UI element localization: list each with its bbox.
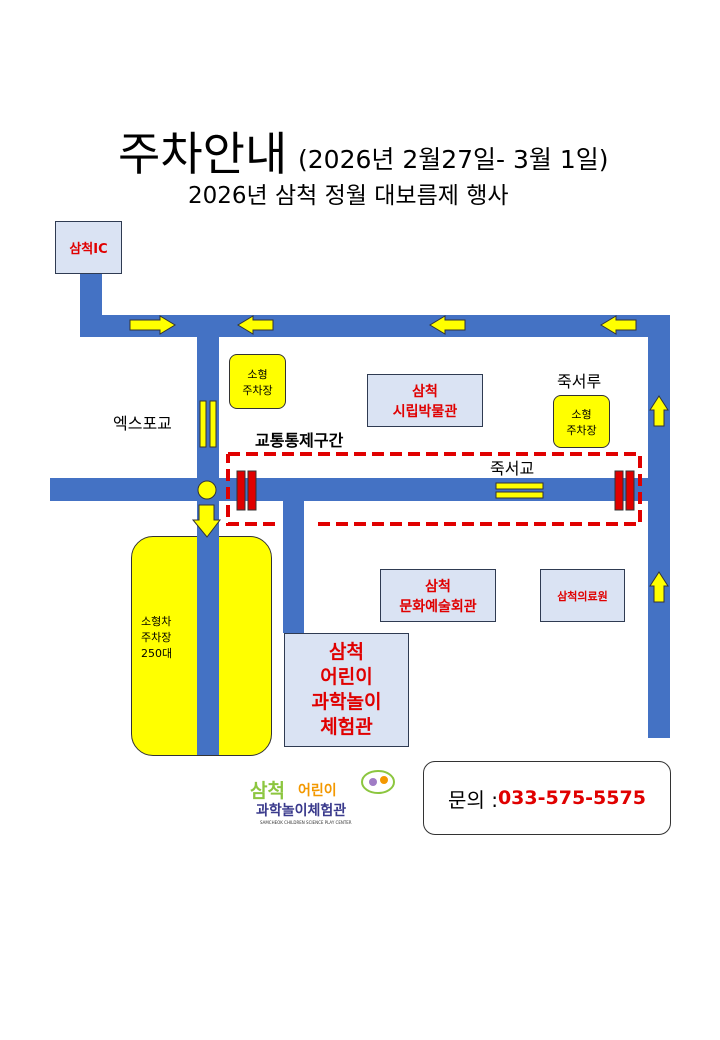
logo-text: SAMCHEOK CHILDREN SCIENCE PLAY CENTER: [260, 820, 352, 825]
small-parking-1: 소형 주차장: [229, 354, 286, 409]
double-line-horizontal-icon: [495, 482, 544, 490]
traffic-control-zone: [226, 452, 642, 526]
barrier-icon: [614, 470, 624, 511]
culture-hall-box: 삼척 문화예술회관: [380, 569, 496, 622]
samcheok-ic: 삼척IC: [55, 221, 122, 274]
barrier-icon: [236, 470, 246, 511]
logo-text: 과학놀이체험관: [256, 803, 347, 819]
arrow-right-icon: [129, 315, 176, 335]
traffic-control-label: 교통통제구간: [255, 431, 344, 450]
arrow-up-icon: [649, 571, 669, 603]
contact-label: 문의 :: [448, 787, 498, 812]
museum-box: 삼척 시립박물관: [367, 374, 483, 427]
arrow-left-icon: [429, 315, 466, 335]
logo-text: 어린이: [298, 783, 337, 799]
road-top: [80, 315, 670, 337]
logo-mascot-icon: [361, 770, 395, 794]
contact-box: 문의 : 033-575-5575: [423, 761, 671, 835]
road-down: [283, 501, 304, 633]
jukseo-bridge-label: 죽서교: [490, 459, 535, 478]
page-title: 주차안내: [118, 127, 288, 181]
arrow-down-icon: [191, 504, 222, 538]
logo-text: 삼척: [250, 780, 285, 802]
arrow-left-icon: [237, 315, 274, 335]
jukseoru-label: 죽서루: [557, 372, 602, 391]
big-parking-label: 소형차 주차장 250대: [141, 615, 173, 660]
contact-phone: 033-575-5575: [497, 787, 646, 809]
expo-bridge-label: 엑스포교: [113, 414, 172, 433]
children-center-box: 삼척 어린이 과학놀이 체험관: [284, 633, 409, 747]
children-center-logo: 삼척 어린이 과학놀이체험관 SAMCHEOK CHILDREN SCIENCE…: [248, 768, 396, 830]
event-subtitle: 2026년 삼척 정월 대보름제 행사: [188, 183, 509, 209]
medical-center-box: 삼척의료원: [540, 569, 625, 622]
roundabout-icon: [197, 480, 217, 500]
arrow-up-icon: [649, 395, 669, 427]
double-line-vertical-icon: [199, 400, 207, 448]
arrow-left-icon: [600, 315, 637, 335]
event-dates: (2026년 2월27일- 3월 1일): [298, 145, 609, 174]
small-parking-2: 소형 주차장: [553, 395, 610, 448]
